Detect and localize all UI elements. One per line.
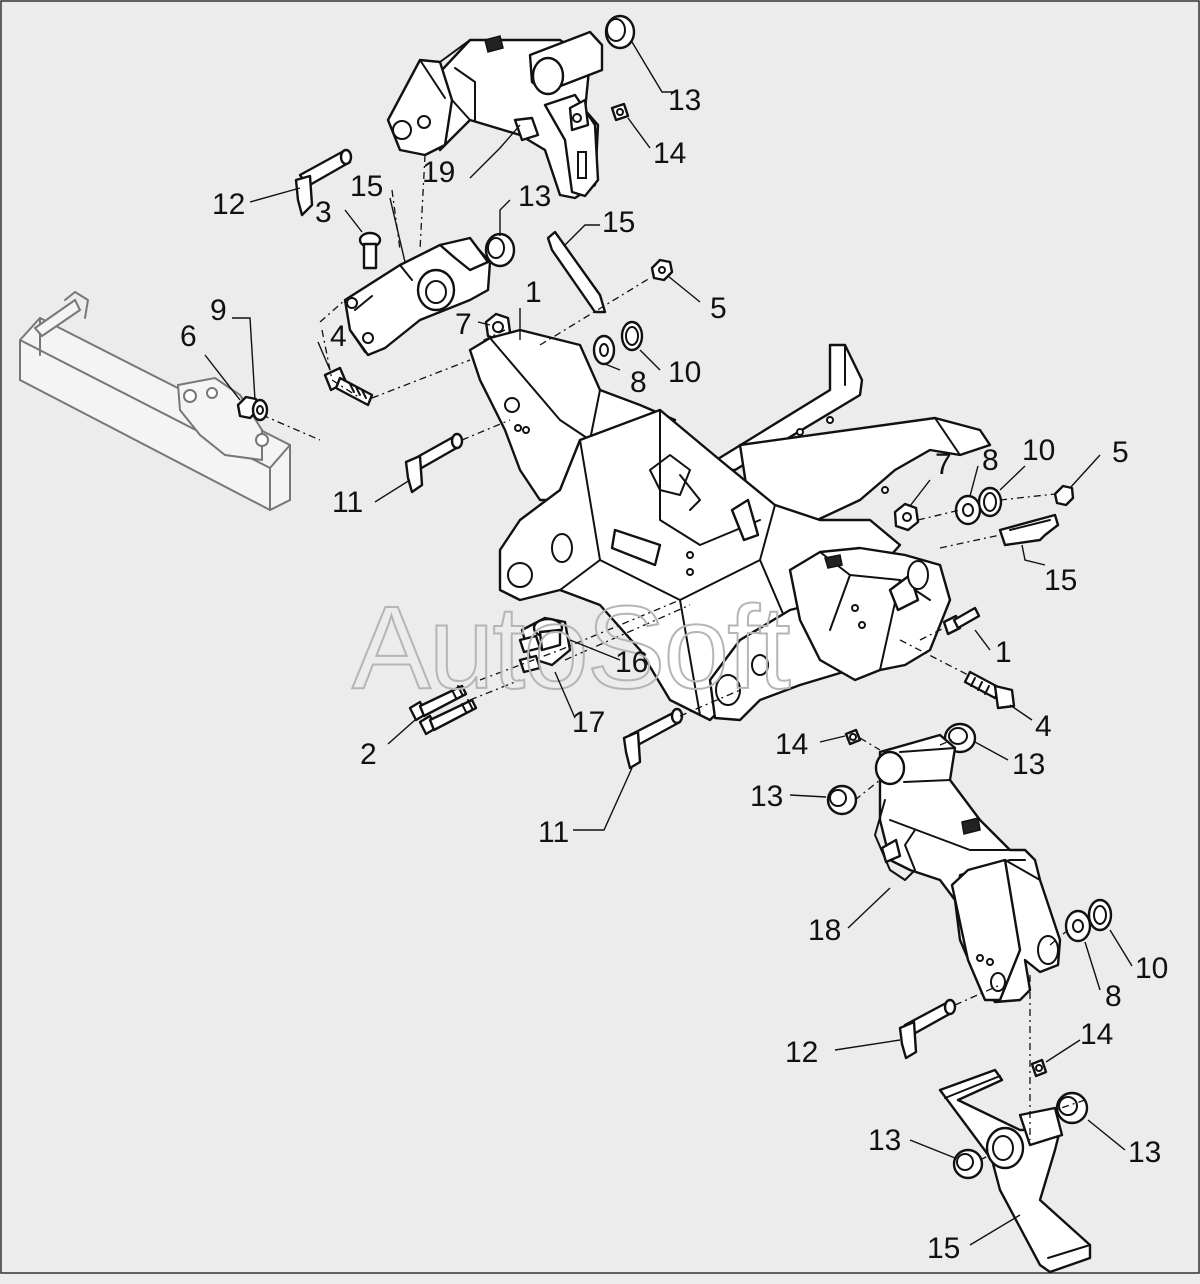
pin-11-upper [404,432,464,494]
washer-9 [251,398,269,422]
grease-nipple-14-lower [1030,1058,1048,1078]
bushing-13-middle-left [826,784,858,816]
bushing-13-middle [484,232,516,268]
bolts-2 [408,684,478,736]
grease-nipple-14-top [610,102,630,122]
callout-6: 6 [180,320,197,353]
callout-18: 18 [808,914,841,947]
callout-15: 15 [927,1232,960,1265]
callout-10: 10 [668,356,701,389]
bolt-3 [358,231,382,270]
callout-13: 13 [868,1124,901,1157]
callout-15: 15 [350,170,383,203]
callout-13: 13 [1012,748,1045,781]
callout-7: 7 [935,448,952,481]
callout-11: 11 [332,486,363,519]
nut-5-upper [650,258,674,282]
clamp-16-17 [518,616,572,674]
callout-8: 8 [630,366,647,399]
callout-2: 2 [360,738,377,771]
washer-10-upper [620,320,644,352]
callout-12: 12 [212,188,245,221]
callout-12: 12 [785,1036,818,1069]
washer-8-right [954,494,982,526]
callout-7: 7 [455,308,472,341]
nut-5-right [1053,484,1075,507]
callout-10: 10 [1022,434,1055,467]
callout-8: 8 [1105,980,1122,1013]
bolt-4-lower [963,670,1016,710]
callout-1: 1 [995,636,1012,669]
pin-12-top [294,148,353,217]
callout-15: 15 [1044,564,1077,597]
callout-15: 15 [602,206,635,239]
bushing-13-lower-right [1055,1091,1089,1125]
callout-5: 5 [710,292,727,325]
callout-labels: 13 14 19 12 15 3 13 15 5 1 9 6 4 7 8 10 … [180,84,1168,1265]
callout-11: 11 [538,816,569,849]
strap-15-upper [546,230,607,314]
callout-5: 5 [1112,436,1129,469]
callout-9: 9 [210,294,227,327]
pin-11-lower [622,707,684,770]
bushing-13-lower-left [952,1148,984,1180]
lower-bracket-18 [874,733,1062,1004]
washer-8-lower [1064,909,1092,943]
watermark-text: AutoSoft [352,582,790,714]
callout-3: 3 [315,196,332,229]
pin-12-lower [898,998,957,1060]
bushing-13-top [604,14,636,50]
callout-4: 4 [1035,710,1052,743]
washer-10-lower [1087,898,1113,932]
middle-bracket-15 [343,236,492,357]
callout-17: 17 [572,706,605,739]
bolt-1-right [942,606,981,636]
alignment-lines [319,154,1086,1161]
callout-14: 14 [1080,1018,1113,1051]
callout-4: 4 [330,320,347,353]
callout-13: 13 [1128,1136,1161,1169]
callout-14: 14 [775,728,808,761]
callout-14: 14 [653,137,686,170]
main-front-frame [468,328,992,722]
callout-8: 8 [982,444,999,477]
washer-8-upper [592,334,616,366]
tractor-frame-beam [19,291,321,512]
bolt-4-upper [323,366,374,407]
leader-lines [204,41,1133,1246]
callout-13: 13 [750,780,783,813]
callout-13: 13 [668,84,701,117]
grease-nipple-14-middle [844,728,862,746]
callout-19: 19 [422,156,455,189]
callout-10: 10 [1135,952,1168,985]
callout-13: 13 [518,180,551,213]
strap-15-right [998,513,1060,547]
nut-7-right [893,502,920,532]
upper-bracket-19 [386,30,604,200]
washer-10-right [977,486,1003,518]
callout-1: 1 [525,276,542,309]
callout-16: 16 [615,646,648,679]
